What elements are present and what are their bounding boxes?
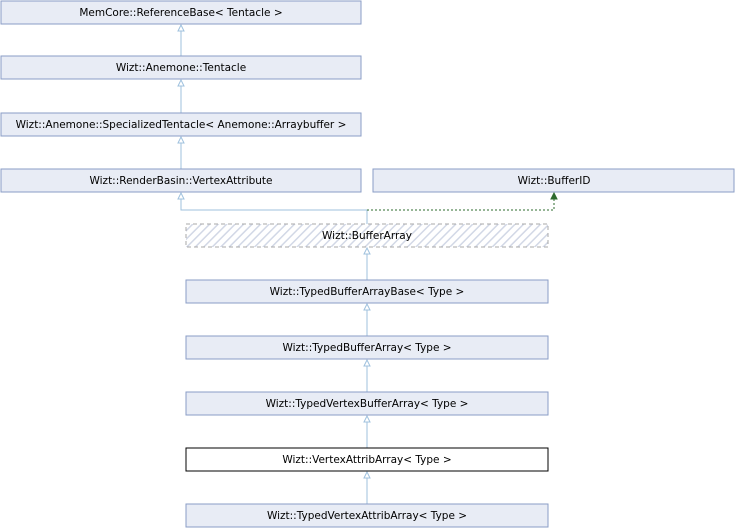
node-reference-base[interactable]: MemCore::ReferenceBase< Tentacle > [0, 0, 362, 25]
node-label: Wizt::Anemone::SpecializedTentacle< Anem… [16, 119, 347, 131]
node-label: Wizt::BufferID [518, 175, 591, 187]
arrowhead-icon [177, 78, 185, 87]
edge-bufferarray-to-vertexattribute [180, 198, 368, 224]
node-vertex-attrib-array: Wizt::VertexAttribArray< Type > [185, 447, 549, 472]
node-label: Wizt::Anemone::Tentacle [116, 62, 246, 74]
arrowhead-icon [363, 302, 371, 311]
node-label: Wizt::TypedBufferArrayBase< Type > [270, 286, 465, 298]
node-label: Wizt::BufferArray [322, 230, 412, 242]
edges [177, 23, 558, 504]
node-specialized-tentacle[interactable]: Wizt::Anemone::SpecializedTentacle< Anem… [0, 112, 362, 137]
arrowhead-icon [177, 135, 185, 144]
node-label: Wizt::TypedVertexAttribArray< Type > [267, 510, 467, 522]
arrowhead-icon [363, 470, 371, 479]
node-typed-buffer-array-base[interactable]: Wizt::TypedBufferArrayBase< Type > [185, 279, 549, 304]
node-buffer-id[interactable]: Wizt::BufferID [372, 168, 735, 193]
arrowhead-icon [363, 246, 371, 255]
node-label: Wizt::RenderBasin::VertexAttribute [89, 175, 272, 187]
node-label: Wizt::TypedVertexBufferArray< Type > [266, 398, 469, 410]
arrowhead-icon [177, 191, 185, 200]
arrowhead-icon [363, 414, 371, 423]
edge-bufferarray-to-bufferid [367, 198, 555, 211]
node-tentacle[interactable]: Wizt::Anemone::Tentacle [0, 55, 362, 80]
node-buffer-array[interactable]: Wizt::BufferArray [185, 223, 549, 248]
arrowhead-icon [177, 23, 185, 32]
arrowhead-icon [363, 358, 371, 367]
node-label: Wizt::TypedBufferArray< Type > [282, 342, 451, 354]
arrowhead-icon [550, 191, 558, 200]
node-label: Wizt::VertexAttribArray< Type > [282, 454, 451, 466]
node-typed-vertex-attrib-array[interactable]: Wizt::TypedVertexAttribArray< Type > [185, 503, 549, 528]
node-typed-vertex-buffer-array[interactable]: Wizt::TypedVertexBufferArray< Type > [185, 391, 549, 416]
node-vertex-attribute[interactable]: Wizt::RenderBasin::VertexAttribute [0, 168, 362, 193]
node-typed-buffer-array[interactable]: Wizt::TypedBufferArray< Type > [185, 335, 549, 360]
node-label: MemCore::ReferenceBase< Tentacle > [79, 7, 282, 19]
